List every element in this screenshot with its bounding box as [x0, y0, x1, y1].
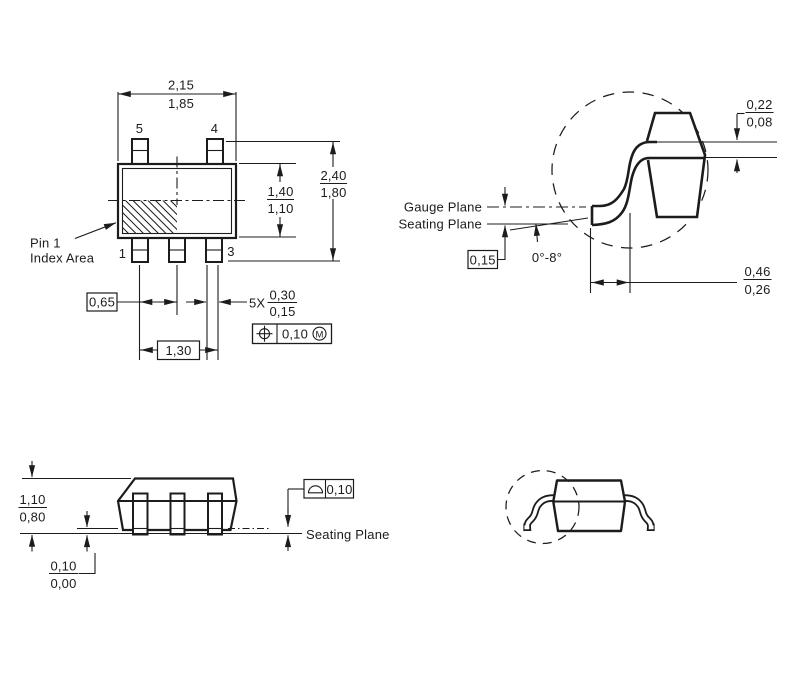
svg-text:2,15: 2,15: [168, 78, 194, 93]
svg-text:5X: 5X: [249, 296, 265, 311]
svg-text:0°-8°: 0°-8°: [532, 250, 562, 265]
dim-height: 1,10 0,80: [18, 461, 131, 552]
max-material-condition-icon: M: [312, 326, 327, 341]
centerlines: [108, 156, 246, 205]
svg-text:Seating Plane: Seating Plane: [306, 527, 390, 542]
svg-text:Pin 1: Pin 1: [30, 236, 61, 251]
position-tolerance-value: 0,10: [282, 327, 308, 342]
svg-text:0,22: 0,22: [746, 97, 772, 112]
svg-text:0,08: 0,08: [746, 115, 772, 130]
svg-text:0,26: 0,26: [744, 282, 770, 297]
seating-plane-flatness-icon: [307, 485, 324, 494]
svg-text:0,46: 0,46: [744, 264, 770, 279]
svg-text:1,10: 1,10: [19, 492, 45, 507]
gauge-plane: Gauge Plane: [404, 200, 586, 215]
svg-text:0,65: 0,65: [89, 295, 115, 310]
end-leads: [523, 494, 655, 532]
svg-text:0,80: 0,80: [19, 510, 45, 525]
side-leads: [132, 492, 223, 536]
svg-text:1,30: 1,30: [165, 343, 191, 358]
pin1-label: 1: [119, 246, 126, 261]
dim-body-depth: 1,40 1,10: [239, 162, 296, 238]
position-tolerance-icon: [256, 325, 273, 342]
svg-text:0,10: 0,10: [50, 559, 76, 574]
svg-text:0,00: 0,00: [50, 576, 76, 591]
dim-standoff: 0,10 0,00: [49, 511, 118, 591]
lead-detail-view: 0,22 0,08 Gauge Plane Seating Plane 0,15…: [398, 91, 777, 297]
pin-2: [168, 237, 186, 263]
flatness-value: 0,10: [326, 482, 352, 497]
svg-text:0,15: 0,15: [269, 304, 295, 319]
side-seating-plane: Seating Plane: [20, 527, 390, 542]
side-view: 1,10 0,80 Seating Plane 0,10 0,00 0,: [18, 461, 390, 591]
dim-foot-length: 0,46 0,26: [589, 213, 772, 297]
pin-4: [206, 138, 224, 165]
end-detail-circle: [505, 469, 580, 545]
dim-pitch: 0,65: [86, 292, 177, 312]
svg-text:2,40: 2,40: [320, 168, 346, 183]
svg-text:M: M: [315, 329, 323, 340]
svg-text:Seating Plane: Seating Plane: [398, 217, 482, 232]
position-tolerance-frame: 0,10 M: [251, 323, 333, 345]
pin3-label: 3: [227, 244, 234, 259]
dim-foot-angle: 0°-8°: [509, 217, 589, 265]
pin5-label: 5: [136, 121, 143, 136]
end-view: [505, 469, 655, 545]
svg-text:0,15: 0,15: [470, 253, 496, 268]
pin1-index-hatch: [122, 200, 177, 234]
pin4-label: 4: [211, 121, 218, 136]
pin-3: [205, 237, 223, 263]
dim-lead-thickness: 0,22 0,08: [657, 97, 777, 173]
dim-body-width: 2,15 1,85: [117, 78, 237, 161]
dim-lead-span: 1,30: [139, 340, 218, 361]
top-view: 5 4 1 3 2,15 1,85 2,40 1,80: [30, 78, 347, 361]
dim-lead-width: 5X 0,30 0,15: [186, 288, 297, 319]
svg-text:Gauge Plane: Gauge Plane: [404, 200, 482, 215]
pin-5: [131, 138, 149, 165]
detail-lead-outline: [590, 140, 705, 227]
detail-body-fill: [647, 113, 705, 217]
svg-text:1,80: 1,80: [320, 185, 346, 200]
dim-gauge-offset: 0,15: [467, 187, 509, 270]
svg-text:Index Area: Index Area: [30, 251, 95, 266]
svg-text:1,85: 1,85: [168, 96, 194, 111]
end-body-outline: [552, 479, 627, 533]
svg-text:1,40: 1,40: [267, 184, 293, 199]
pin-1: [131, 237, 149, 263]
svg-text:0,30: 0,30: [269, 288, 295, 303]
dim-overall-span: 2,40 1,80: [226, 140, 347, 262]
detail-lead-fill: [592, 142, 705, 225]
seating-plane: Seating Plane: [398, 217, 568, 232]
pin1-index-note: Pin 1 Index Area: [30, 222, 116, 266]
detail-body-outline: [645, 111, 707, 219]
svg-text:1,10: 1,10: [267, 201, 293, 216]
pin-extension-lines: [138, 265, 219, 360]
flatness-callout-frame: 0,10: [228, 478, 355, 551]
